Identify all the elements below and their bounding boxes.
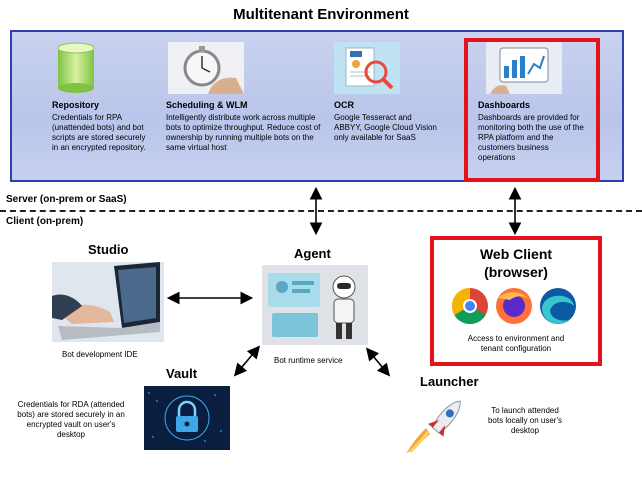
server-tier-label: Server (on-prem or SaaS) bbox=[6, 194, 127, 205]
web-client-subtitle: (browser) bbox=[484, 264, 548, 280]
vault-lock-photo bbox=[144, 386, 230, 450]
web-client-title: Web Client bbox=[479, 246, 553, 262]
vault-title: Vault bbox=[166, 366, 198, 381]
vault-caption-line1: Credentials for RDA (attended bbox=[17, 400, 125, 409]
launcher-caption-line3: desktop bbox=[510, 426, 540, 435]
diagram-title: Multitenant Environment bbox=[233, 6, 409, 23]
service-ocr: OCR Google Tesseract and ABBYY, Google C… bbox=[334, 42, 474, 143]
chrome-icon bbox=[451, 288, 488, 325]
service-title: Repository bbox=[52, 100, 100, 110]
web-client-caption-line2: tenant configuration bbox=[480, 344, 552, 353]
agent-vault-arrow bbox=[233, 345, 261, 377]
service-title: Scheduling & WLM bbox=[166, 100, 248, 110]
vault-caption-line2: bots) are stored securely in an bbox=[17, 410, 125, 419]
agent-title: Agent bbox=[294, 246, 331, 261]
service-description: Dashboards are provided for monitoring b… bbox=[478, 113, 584, 162]
studio-title: Studio bbox=[88, 242, 129, 257]
service-scheduling: Scheduling & WLM Intelligently distribut… bbox=[166, 42, 320, 153]
web-client-highlight-box bbox=[430, 236, 602, 366]
agent-launcher-arrow bbox=[365, 347, 391, 377]
service-dashboards: Dashboards Dashboards are provided for m… bbox=[478, 42, 618, 163]
edge-icon bbox=[540, 288, 576, 324]
agent-caption: Bot runtime service bbox=[274, 356, 343, 365]
tablet-dashboard-photo bbox=[478, 42, 618, 94]
launcher-caption-line2: bots locally on user's bbox=[487, 416, 562, 425]
service-repository: Repository Credentials for RPA (unattend… bbox=[52, 42, 192, 153]
web-client-caption-line1: Access to environment and bbox=[467, 334, 565, 343]
launcher-caption-line1: To launch attended bbox=[491, 406, 559, 415]
firefox-icon bbox=[496, 288, 532, 324]
database-cylinder-icon bbox=[52, 42, 192, 94]
laptop-typing-photo bbox=[52, 262, 164, 342]
client-tier-label: Client (on-prem) bbox=[6, 216, 84, 227]
vault-caption-line4: desktop bbox=[56, 430, 86, 439]
multitenant-environment-panel: Repository Credentials for RPA (unattend… bbox=[10, 30, 624, 182]
studio-caption: Bot development IDE bbox=[62, 350, 138, 359]
vault-caption-line3: encrypted vault on user's bbox=[26, 420, 116, 429]
rocket-icon bbox=[400, 394, 470, 456]
launcher-title: Launcher bbox=[420, 374, 479, 389]
stopwatch-photo bbox=[166, 42, 306, 94]
service-description: Google Tesseract and ABBYY, Google Cloud… bbox=[334, 113, 437, 142]
service-title: OCR bbox=[334, 100, 354, 110]
robot-agent-illustration bbox=[262, 265, 368, 345]
cv-magnifier-icon bbox=[334, 42, 474, 94]
service-description: Intelligently distribute work across mul… bbox=[166, 113, 321, 152]
service-title: Dashboards bbox=[478, 100, 531, 110]
browser-icons bbox=[450, 286, 580, 326]
dashboards-highlight-box bbox=[464, 38, 600, 182]
service-description: Credentials for RPA (unattended bots) an… bbox=[52, 113, 146, 152]
